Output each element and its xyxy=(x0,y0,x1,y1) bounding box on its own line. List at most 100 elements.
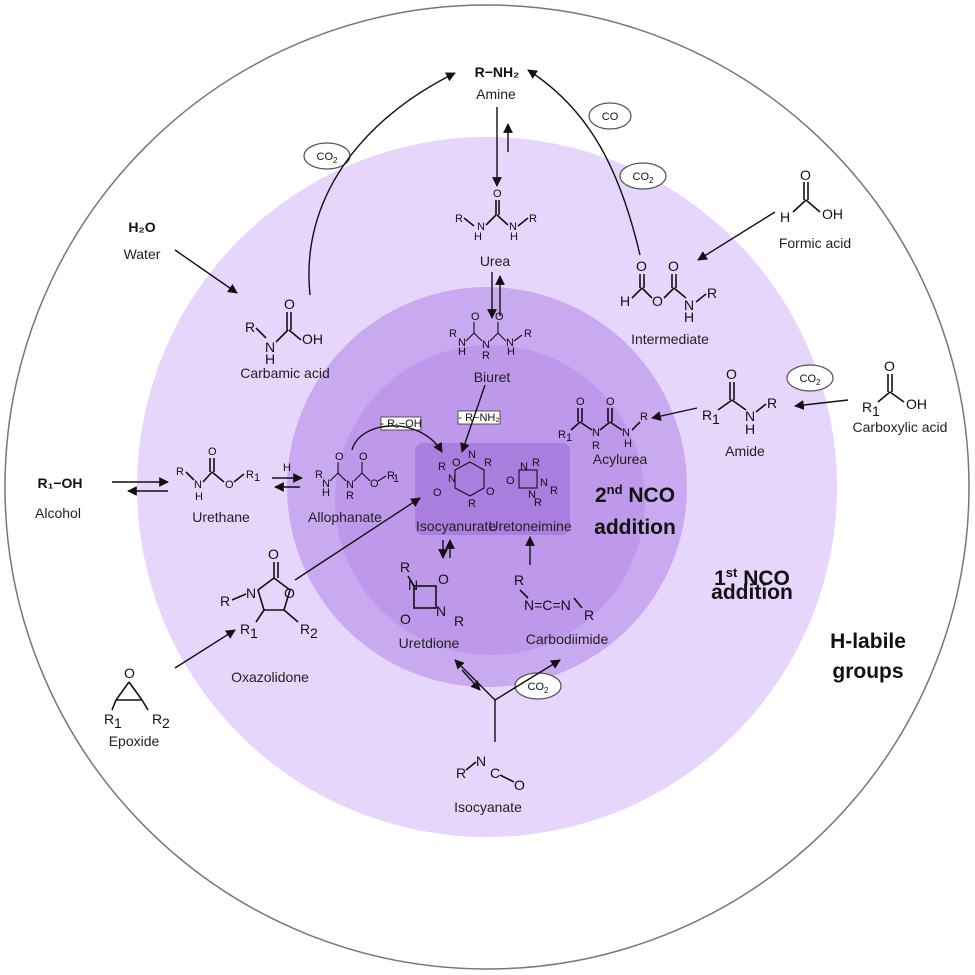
svg-text:O: O xyxy=(493,188,502,200)
svg-text:H: H xyxy=(624,438,632,450)
svg-text:O: O xyxy=(800,167,811,183)
first-nco-label-line2: addition xyxy=(711,581,793,604)
svg-text:R: R xyxy=(240,621,250,637)
svg-text:H: H xyxy=(507,346,515,358)
svg-text:N: N xyxy=(346,479,354,491)
intermediate-structure: H O O O N H R xyxy=(620,258,717,325)
svg-text:R: R xyxy=(449,328,457,340)
svg-text:CO2: CO2 xyxy=(800,373,822,387)
uretoneimine-label: Uretoneimine xyxy=(488,518,571,534)
svg-text:H: H xyxy=(283,462,291,474)
svg-text:O: O xyxy=(208,446,217,458)
acylurea-label: Acylurea xyxy=(593,451,648,467)
svg-text:1: 1 xyxy=(254,472,260,484)
svg-text:CO2: CO2 xyxy=(633,171,655,185)
uretoneimine-structure: R N O N R N R xyxy=(506,457,558,509)
carbodiimide-structure: R N=C=N R xyxy=(514,572,594,623)
svg-text:O: O xyxy=(370,478,379,490)
svg-text:O: O xyxy=(606,396,615,408)
svg-text:N: N xyxy=(265,339,275,355)
second-nco-label: 2nd NCO xyxy=(595,482,675,507)
svg-text:R: R xyxy=(245,319,255,335)
svg-text:O: O xyxy=(884,358,895,374)
svg-text:OH: OH xyxy=(906,396,927,412)
svg-text:N=C=N: N=C=N xyxy=(524,597,571,613)
svg-text:OH: OH xyxy=(302,331,323,347)
svg-text:R: R xyxy=(387,470,395,482)
svg-text:N: N xyxy=(448,473,456,485)
svg-text:R: R xyxy=(346,490,354,502)
svg-text:H: H xyxy=(458,346,466,358)
svg-text:CO: CO xyxy=(602,111,619,123)
svg-text:OH: OH xyxy=(822,206,843,222)
svg-text:R: R xyxy=(468,498,476,510)
svg-text:N: N xyxy=(476,753,486,769)
svg-text:R: R xyxy=(456,765,466,781)
co2-cloud-amine: CO2 xyxy=(303,142,351,170)
svg-text:H: H xyxy=(620,293,630,309)
svg-text:CO2: CO2 xyxy=(317,151,339,165)
svg-text:N: N xyxy=(745,408,755,424)
co2-cloud-intermediate: CO2 xyxy=(619,162,667,190)
svg-text:O: O xyxy=(668,258,679,274)
svg-text:R: R xyxy=(524,328,532,340)
svg-text:N: N xyxy=(436,603,446,619)
svg-text:R: R xyxy=(529,213,537,225)
co2-cloud-isocyanate: CO2 xyxy=(514,672,562,700)
svg-text:2: 2 xyxy=(310,625,318,641)
svg-text:R: R xyxy=(152,711,162,727)
alcohol-label: Alcohol xyxy=(35,505,81,521)
svg-text:R: R xyxy=(400,559,410,575)
svg-text:R: R xyxy=(246,469,254,481)
svg-text:H: H xyxy=(780,209,790,225)
svg-text:R: R xyxy=(532,457,540,469)
alcohol-formula: R₁−OH xyxy=(37,475,82,491)
carbamic-acid-structure: R N H O OH xyxy=(245,296,323,367)
svg-text:N: N xyxy=(592,427,600,439)
svg-text:O: O xyxy=(268,546,279,562)
svg-text:O: O xyxy=(400,611,411,627)
biuret-label: Biuret xyxy=(474,369,511,385)
svg-text:O: O xyxy=(359,451,368,463)
svg-text:R: R xyxy=(104,711,114,727)
svg-text:N: N xyxy=(509,221,517,233)
water-label: Water xyxy=(124,246,161,262)
svg-text:R: R xyxy=(767,395,777,411)
svg-text:R: R xyxy=(220,593,230,609)
amine-formula: R−NH₂ xyxy=(475,64,520,80)
svg-text:R: R xyxy=(862,399,872,415)
outer-zone-label-line1: H-labile xyxy=(830,630,906,653)
alcohol-elimination-label: - R₁−OH xyxy=(380,418,421,430)
svg-text:2: 2 xyxy=(162,715,170,731)
svg-text:R: R xyxy=(438,461,446,473)
amide-structure: R 1 O N H R xyxy=(702,366,777,437)
svg-text:R: R xyxy=(707,285,717,301)
alcohol-elimination-box xyxy=(380,416,422,431)
epoxide-label: Epoxide xyxy=(109,733,160,749)
svg-text:O: O xyxy=(433,487,442,499)
amide-label: Amide xyxy=(725,443,765,459)
svg-text:R: R xyxy=(300,621,310,637)
isocyanate-label: Isocyanate xyxy=(454,799,522,815)
svg-text:N: N xyxy=(684,297,694,313)
svg-text:N: N xyxy=(482,339,490,351)
svg-text:R: R xyxy=(482,350,490,362)
svg-text:O: O xyxy=(225,479,234,491)
svg-text:N: N xyxy=(458,337,466,349)
svg-text:O: O xyxy=(438,571,449,587)
svg-text:1: 1 xyxy=(393,473,399,485)
svg-text:O: O xyxy=(506,475,515,487)
svg-text:N: N xyxy=(194,479,202,491)
svg-text:N: N xyxy=(622,427,630,439)
svg-text:O: O xyxy=(284,296,295,312)
svg-text:N: N xyxy=(468,449,476,461)
isocyanate-structure: R N C O xyxy=(456,753,525,793)
svg-text:R: R xyxy=(315,469,323,481)
urea-label: Urea xyxy=(480,253,511,269)
svg-text:R: R xyxy=(702,407,712,423)
svg-text:N: N xyxy=(322,478,330,490)
isocyanurate-structure: O N R O R O R N xyxy=(433,449,495,510)
svg-text:R: R xyxy=(558,429,566,441)
formic-acid-label: Formic acid xyxy=(779,235,851,251)
svg-text:O: O xyxy=(514,777,525,793)
